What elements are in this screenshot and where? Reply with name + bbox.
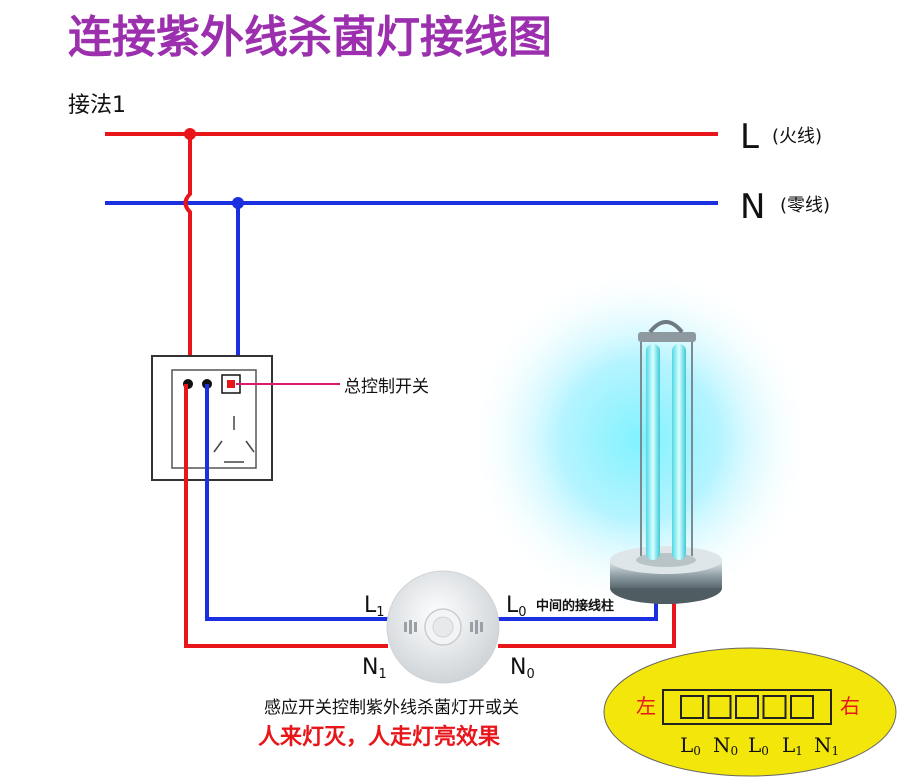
center-terminal-note: 中间的接线柱: [536, 598, 614, 614]
panel-right-label: 右: [840, 694, 860, 718]
terminal-label: L0: [748, 733, 769, 758]
switch-callout-label: 总控制开关: [344, 377, 429, 397]
sensor-l0-label: L0: [506, 593, 527, 620]
live-name: (火线): [772, 126, 822, 147]
live-to-sensor-wire: [184, 384, 388, 648]
terminal-slots: [680, 695, 814, 719]
sensor-n0-label: N0: [510, 655, 535, 682]
terminal-labels: L0 N0 L0 L1 N1: [680, 733, 839, 758]
switch-terminal-red: [227, 380, 235, 388]
terminal-slot: [790, 695, 814, 719]
panel-left-label: 左: [636, 694, 656, 718]
terminal-panel: 左 右 L0 N0 L0 L1 N1: [603, 647, 897, 777]
terminal-slot: [680, 695, 704, 719]
uv-lamp: [610, 320, 722, 604]
sensor-caption: 感应开关控制紫外线杀菌灯开或关: [264, 698, 519, 718]
socket-outlet-icon: [213, 416, 255, 463]
sensor-to-lamp-live-wire: [498, 600, 676, 648]
page-title: 连接紫外线杀菌灯接线图: [68, 12, 552, 63]
neutral-to-sensor-wire: [205, 384, 388, 621]
neutral-junction-dot: [232, 197, 244, 209]
terminal-label: L0: [680, 733, 701, 758]
neutral-letter: N: [740, 187, 765, 227]
live-drop-wire: [183, 134, 192, 366]
live-junction-dot: [184, 128, 196, 140]
terminal-label: L1: [782, 733, 803, 758]
terminal-slot: [707, 695, 732, 719]
effect-note: 人来灯灭，人走灯亮效果: [258, 724, 500, 750]
terminal-label: N0: [713, 733, 738, 758]
sensor-l1-label: L1: [364, 593, 385, 620]
neutral-name: (零线): [780, 195, 830, 216]
live-letter: L: [740, 117, 759, 157]
master-switch-socket: [151, 355, 273, 481]
terminal-slot: [735, 695, 759, 719]
terminal-label: N1: [814, 733, 839, 758]
terminal-block-frame: [662, 689, 832, 725]
terminal-slot: [762, 695, 787, 719]
motion-sensor: [386, 570, 500, 684]
sensor-to-lamp-neutral-wire: [498, 600, 658, 621]
method-label: 接法1: [68, 93, 126, 118]
sensor-n1-label: N1: [362, 655, 387, 682]
